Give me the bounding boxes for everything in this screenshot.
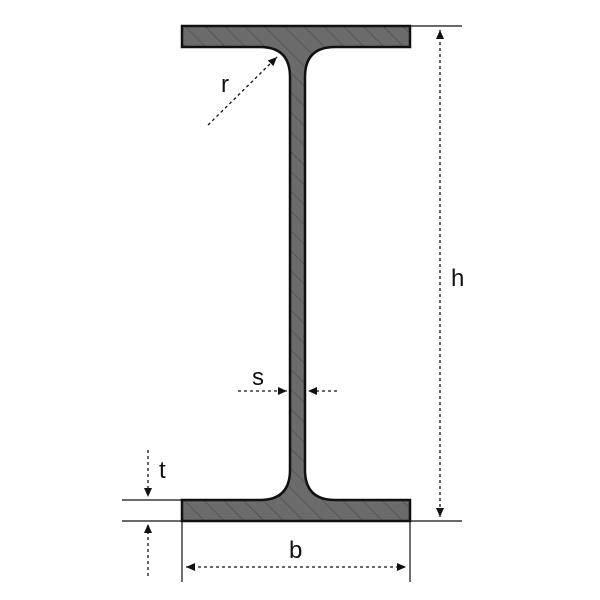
flange-thickness-label: t <box>159 457 166 484</box>
web-thickness-dimension: s <box>238 364 337 395</box>
radius-dimension: r <box>207 56 278 126</box>
width-label: b <box>289 537 302 564</box>
height-label: h <box>451 265 464 292</box>
web-thickness-label: s <box>252 364 264 391</box>
i-beam-section <box>180 24 412 523</box>
radius-label: r <box>221 71 229 98</box>
flange-thickness-dimension: t <box>122 450 182 576</box>
height-dimension: h <box>410 25 464 522</box>
width-dimension: b <box>181 521 411 582</box>
radius-leader-line <box>207 56 278 126</box>
